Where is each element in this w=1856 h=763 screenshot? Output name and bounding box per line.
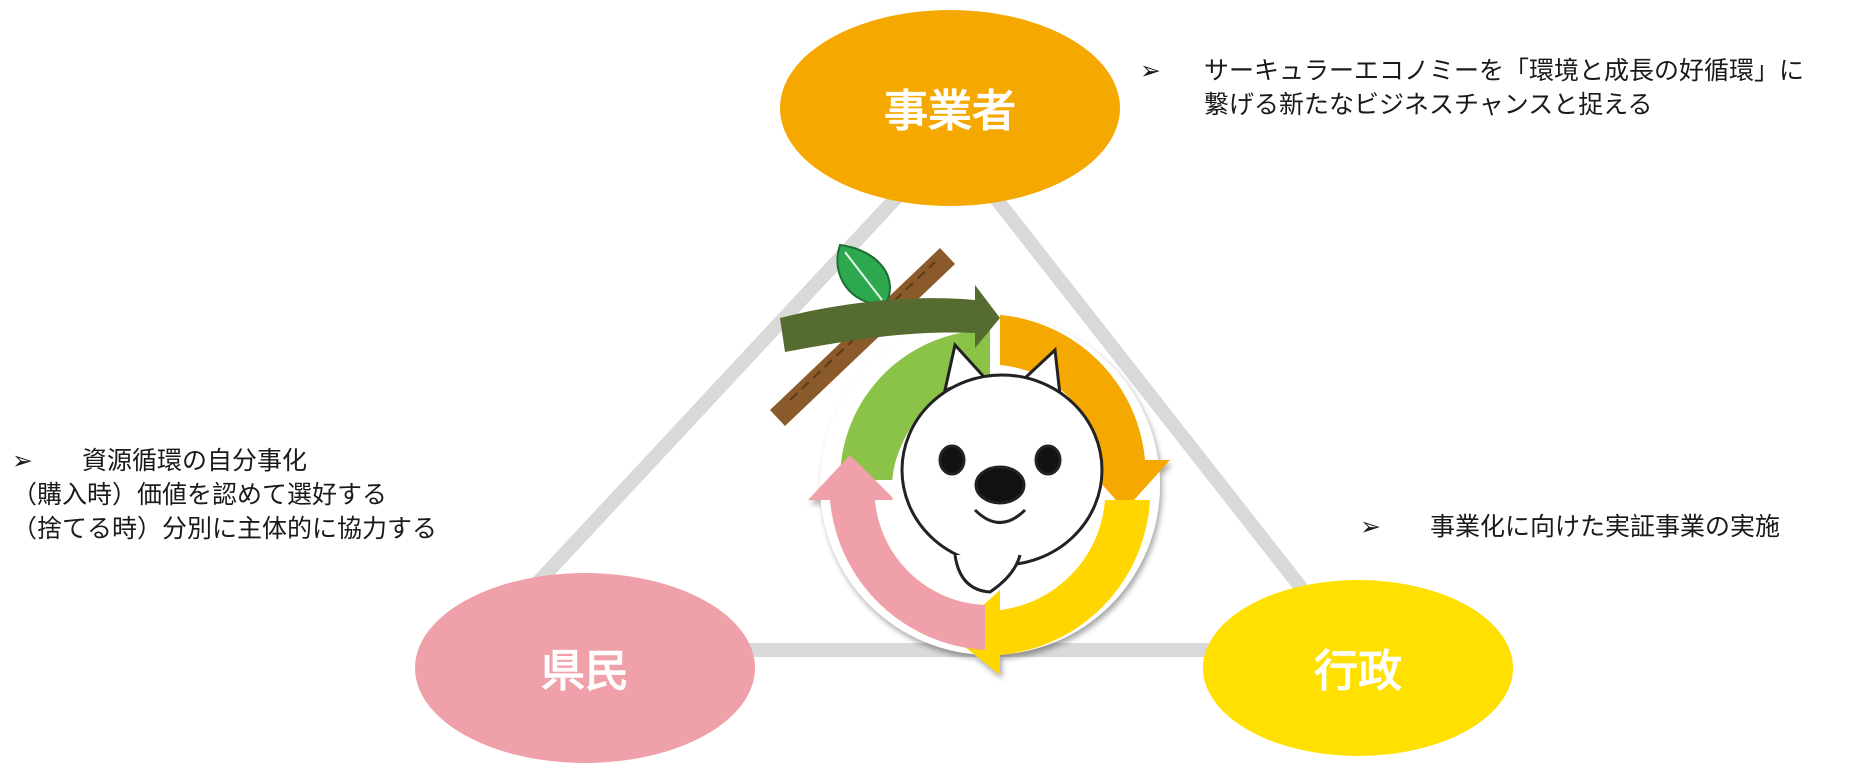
forward-arrow-icon (780, 285, 1000, 352)
note-business-line-1: ➢サーキュラーエコノミーを「環境と成長の好循環」に (1140, 54, 1804, 88)
actor-citizens-label: 県民 (541, 646, 629, 697)
note-business-line-2: 繋げる新たなビジネスチャンスと捉える (1204, 90, 1653, 119)
note-citizens-line-2: （購入時）価値を認めて選好する (12, 480, 388, 509)
bullet-icon: ➢ (12, 446, 33, 475)
cycle-arrow-pink (808, 455, 985, 650)
cycle-arrow-yellow (950, 500, 1150, 675)
note-citizens: ➢資源循環の自分事化 （購入時）価値を認めて選好する （捨てる時）分別に主体的に… (12, 444, 437, 546)
bullet-icon: ➢ (1140, 56, 1161, 85)
note-citizens-line-1: ➢資源循環の自分事化 (12, 444, 437, 478)
bullet-icon: ➢ (1360, 512, 1381, 541)
leaf-icon (836, 243, 891, 307)
mascot-icon (900, 341, 1104, 594)
note-government: ➢事業化に向けた実証事業の実施 (1360, 510, 1780, 544)
note-government-line-1: ➢事業化に向けた実証事業の実施 (1360, 510, 1780, 544)
actor-government: 行政 (1203, 580, 1513, 756)
relationship-triangle (468, 133, 1357, 657)
actor-business-label: 事業者 (884, 86, 1016, 137)
note-business: ➢サーキュラーエコノミーを「環境と成長の好循環」に 繋げる新たなビジネスチャンス… (1140, 54, 1804, 122)
actor-business: 事業者 (780, 10, 1120, 206)
actor-citizens: 県民 (415, 573, 755, 763)
note-citizens-line-3: （捨てる時）分別に主体的に協力する (12, 514, 438, 543)
actor-government-label: 行政 (1314, 646, 1402, 697)
